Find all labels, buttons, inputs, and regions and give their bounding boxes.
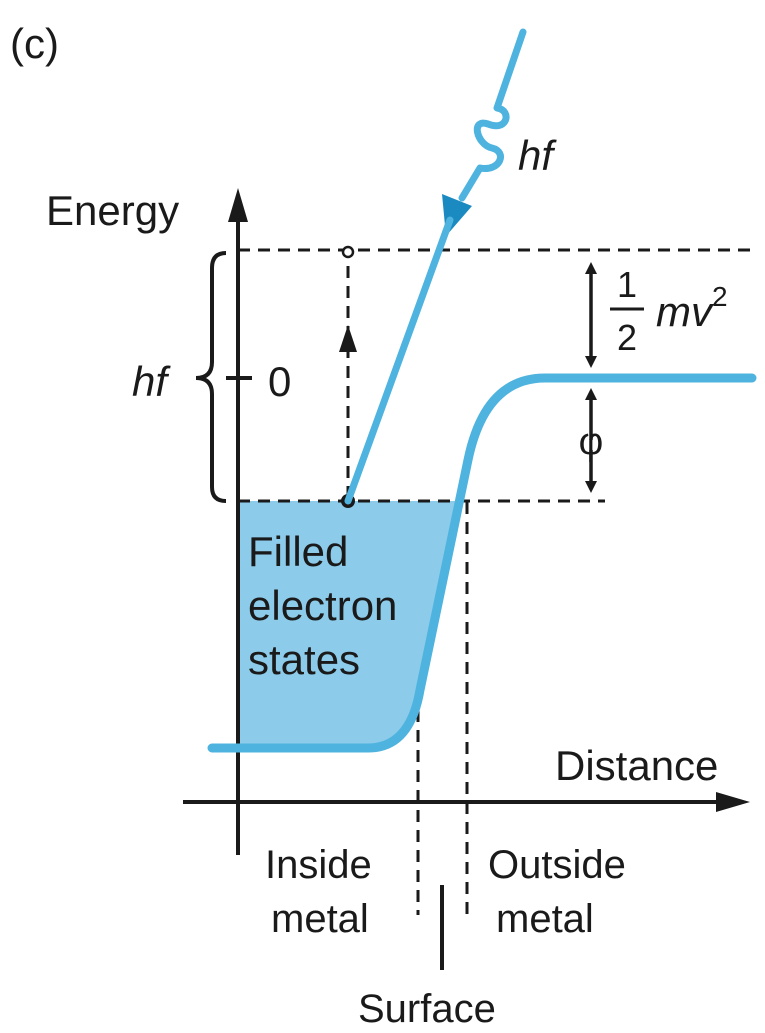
inside-metal-line1: Inside: [265, 843, 372, 887]
inside-metal-line2: metal: [271, 897, 369, 941]
energy-axis-arrowhead: [228, 188, 248, 222]
photon-wavy-line: [458, 28, 527, 202]
work-function-symbol: φ: [579, 421, 604, 463]
filled-states-region: [238, 501, 455, 748]
energy-axis-label: Energy: [46, 187, 179, 234]
filled-states-line3: states: [248, 636, 360, 683]
kinetic-mv-label: mv: [656, 288, 715, 335]
excitation-arrowhead: [339, 325, 357, 352]
outside-metal-line2: metal: [496, 897, 594, 941]
surface-label: Surface: [358, 987, 496, 1031]
panel-label: (c): [10, 20, 59, 67]
zero-label: 0: [268, 358, 291, 405]
hf-brace: [195, 251, 227, 503]
filled-states-line2: electron: [248, 582, 397, 629]
distance-axis-label: Distance: [555, 742, 718, 789]
electron-path-line: [344, 216, 454, 505]
distance-axis-arrowhead: [716, 792, 750, 812]
brace-hf-label: hf: [132, 358, 171, 405]
fraction-numerator: 1: [617, 264, 637, 305]
photon-hf-label: hf: [518, 132, 557, 179]
emitted-electron-dot: [341, 245, 355, 259]
filled-states-line1: Filled: [248, 528, 348, 575]
fraction-denominator: 2: [617, 317, 637, 358]
kinetic-exponent: 2: [712, 281, 728, 312]
outside-metal-line1: Outside: [488, 843, 626, 887]
potential-energy-curve: [207, 373, 757, 753]
